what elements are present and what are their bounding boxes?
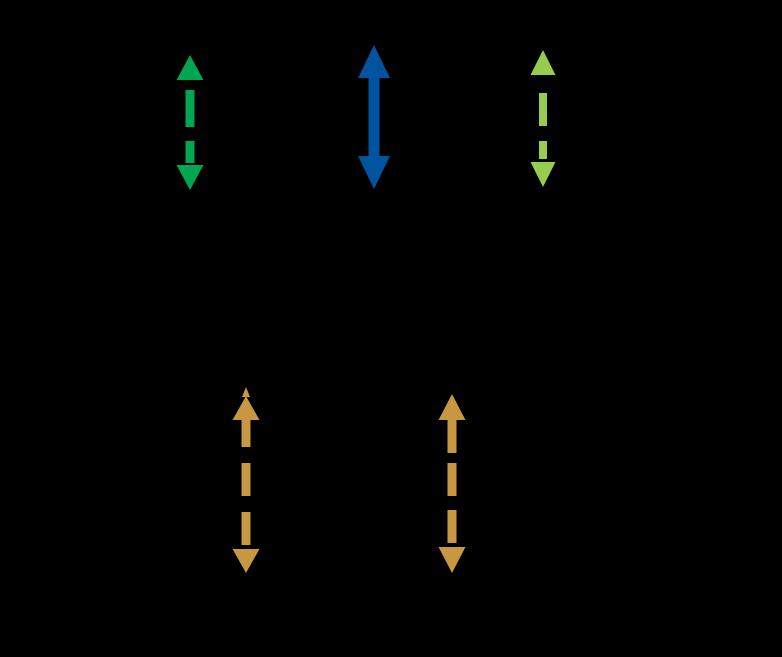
green-double-arrow-head-up: [176, 55, 204, 80]
light-green-double-arrow-head-up: [530, 50, 556, 75]
gold-double-arrow-left-shaft-segment-3: [241, 512, 251, 545]
light-green-double-arrow-shaft-segment-1: [539, 93, 547, 126]
gold-double-arrow-right-shaft-segment-3: [447, 510, 457, 543]
gold-double-arrow-left-tip-artifact: [242, 387, 250, 397]
blue-double-arrow-shaft-segment-1: [368, 76, 380, 158]
light-green-double-arrow[interactable]: [530, 50, 556, 187]
gold-double-arrow-right[interactable]: [438, 394, 466, 573]
green-double-arrow-shaft-segment-1: [185, 90, 195, 127]
green-double-arrow-shaft-segment-2: [185, 141, 195, 163]
green-double-arrow[interactable]: [176, 55, 204, 190]
gold-double-arrow-right-shaft-segment-1: [447, 420, 457, 453]
light-green-double-arrow-head-down: [530, 162, 556, 187]
gold-double-arrow-left-shaft-segment-1: [241, 414, 251, 447]
gold-double-arrow-right-head-down: [438, 547, 466, 573]
green-double-arrow-head-down: [176, 165, 204, 190]
gold-double-arrow-left-head-down: [232, 549, 260, 573]
blue-double-arrow-head-down: [358, 156, 390, 189]
gold-double-arrow-right-head-up: [438, 394, 466, 420]
gold-double-arrow-left-shaft-segment-2: [241, 463, 251, 496]
light-green-double-arrow-shaft-segment-2: [539, 141, 547, 159]
blue-double-arrow-head-up: [358, 45, 390, 78]
blue-double-arrow[interactable]: [358, 45, 390, 189]
gold-double-arrow-left-head-up: [232, 396, 260, 420]
gold-double-arrow-right-shaft-segment-2: [447, 463, 457, 496]
gold-double-arrow-left[interactable]: [232, 387, 260, 573]
